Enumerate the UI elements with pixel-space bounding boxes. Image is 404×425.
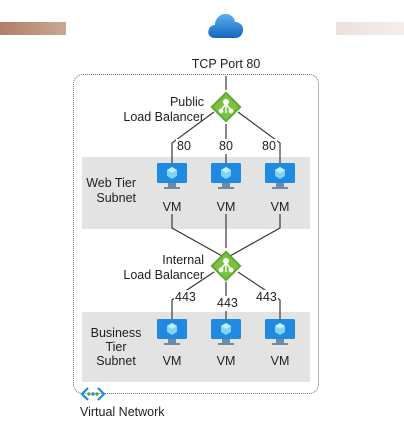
biz-vm-label-3: VM <box>270 354 290 368</box>
public-lb-label-line2: Load Balancer <box>123 110 204 124</box>
internal-load-balancer-icon <box>210 250 242 287</box>
public-load-balancer-icon <box>210 91 242 128</box>
business-tier-label-line3: Subnet <box>96 354 136 368</box>
web-port-3: 80 <box>261 139 277 154</box>
internal-lb-label-line1: Internal <box>162 253 204 267</box>
web-port-1: 80 <box>176 139 192 154</box>
web-vm-label-3: VM <box>270 200 290 214</box>
vm-icon <box>210 318 242 351</box>
virtual-network-boundary <box>73 74 319 394</box>
biz-vm-label-2: VM <box>216 354 236 368</box>
virtual-network-label: Virtual Network <box>80 405 165 419</box>
web-vm-label-2: VM <box>216 200 236 214</box>
biz-port-2: 443 <box>216 296 239 311</box>
biz-port-1: 443 <box>174 290 197 305</box>
decorative-bar-right <box>336 22 404 35</box>
business-tier-label-line2: Tier <box>105 340 127 354</box>
vm-icon <box>156 162 188 195</box>
vm-icon <box>264 162 296 195</box>
web-to-ilb-3 <box>229 214 281 257</box>
internet-port-label: TCP Port 80 <box>191 57 261 71</box>
public-lb-label-line1: Public <box>169 95 204 109</box>
web-tier-label-line2: Subnet <box>96 191 136 205</box>
internal-lb-label-line2: Load Balancer <box>123 268 204 282</box>
web-link-3 <box>237 111 281 168</box>
biz-vm-label-1: VM <box>162 354 182 368</box>
vm-icon <box>156 318 188 351</box>
web-link-1 <box>171 111 215 168</box>
web-port-2: 80 <box>218 139 234 154</box>
biz-link-1 <box>171 271 215 322</box>
cloud-icon <box>206 10 246 45</box>
web-vm-label-1: VM <box>162 200 182 214</box>
vm-icon <box>210 162 242 195</box>
vm-icon <box>264 318 296 351</box>
decorative-bar-left <box>0 22 66 35</box>
web-to-ilb-1 <box>171 214 223 257</box>
biz-port-3: 443 <box>255 290 278 305</box>
business-tier-label-line1: Business <box>90 326 142 340</box>
biz-link-3 <box>237 271 281 322</box>
virtual-network-icon <box>80 386 106 407</box>
web-tier-label-line1: Web Tier <box>86 176 136 190</box>
